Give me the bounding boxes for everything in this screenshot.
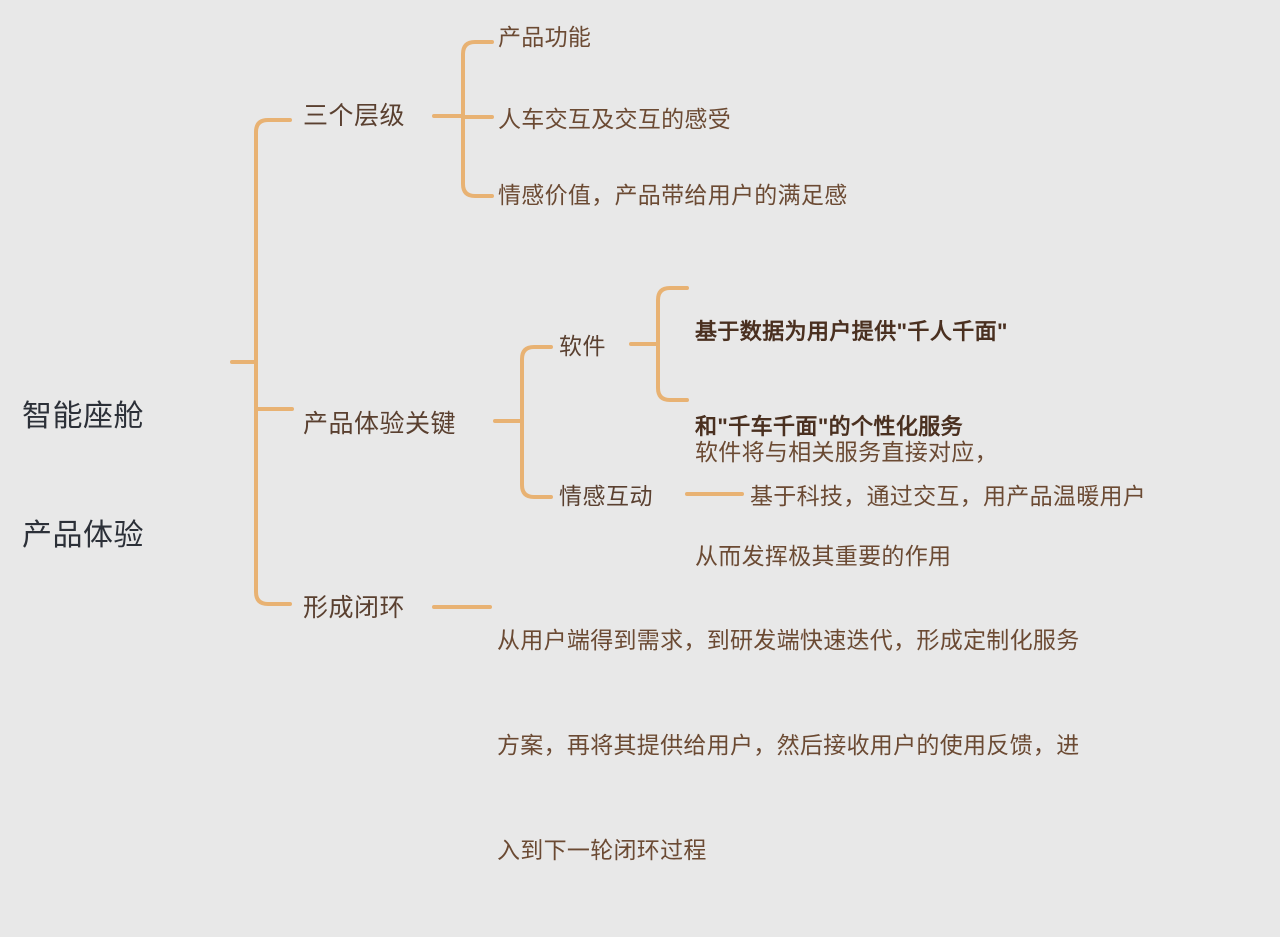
leaf-closed-loop-detail-line2: 方案，再将其提供给用户，然后接收用户的使用反馈，进 [497, 731, 1080, 758]
leaf-closed-loop-detail-line3: 入到下一轮闭环过程 [497, 836, 707, 863]
root-node[interactable]: 智能座舱 产品体验 [22, 317, 144, 636]
leaf-product-function[interactable]: 产品功能 [498, 24, 592, 50]
root-label-line1: 智能座舱 [22, 399, 144, 433]
mindmap-canvas: 智能座舱 产品体验 三个层级 产品功能 人车交互及交互的感受 情感价值，产品带给… [22, 24, 1147, 863]
subtrunk-three-levels [461, 40, 494, 198]
subtrunk-experience-key [520, 345, 553, 499]
leaf-human-vehicle-interaction[interactable]: 人车交互及交互的感受 [498, 106, 731, 132]
leaf-closed-loop-detail-line1: 从用户端得到需求，到研发端快速迭代，形成定制化服务 [497, 626, 1080, 653]
leaf-software-service-mapping-line2: 从而发挥极其重要的作用 [695, 542, 952, 569]
leaf-personalized-service-line1: 基于数据为用户提供"千人千面" [695, 318, 1008, 344]
branch-label-three-levels[interactable]: 三个层级 [303, 102, 406, 130]
leaf-personalized-service[interactable]: 基于数据为用户提供"千人千面" 和"千车千面"的个性化服务 [695, 252, 1008, 507]
leaf-software-service-mapping[interactable]: 软件将与相关服务直接对应， 从而发挥极其重要的作用 [695, 366, 998, 642]
subtrunk-software [656, 286, 689, 402]
leaf-software-service-mapping-line1: 软件将与相关服务直接对应， [695, 439, 998, 465]
leaf-closed-loop-detail[interactable]: 从用户端得到需求，到研发端快速迭代，形成定制化服务 方案，再将其提供给用户，然后… [497, 553, 1080, 937]
branch-label-closed-loop[interactable]: 形成闭环 [303, 594, 406, 622]
leaf-warm-users[interactable]: 基于科技，通过交互，用产品温暖用户 [750, 483, 1147, 509]
leaf-personalized-service-line2: 和"千车千面"的个性化服务 [695, 414, 964, 440]
sub-label-software[interactable]: 软件 [559, 333, 606, 359]
root-label-line2: 产品体验 [22, 519, 144, 553]
branch-label-experience-key[interactable]: 产品体验关键 [303, 410, 457, 438]
root-trunk-connector [254, 118, 292, 606]
leaf-emotional-value[interactable]: 情感价值，产品带给用户的满足感 [498, 182, 848, 208]
sub-label-emotional-interaction[interactable]: 情感互动 [559, 483, 653, 509]
